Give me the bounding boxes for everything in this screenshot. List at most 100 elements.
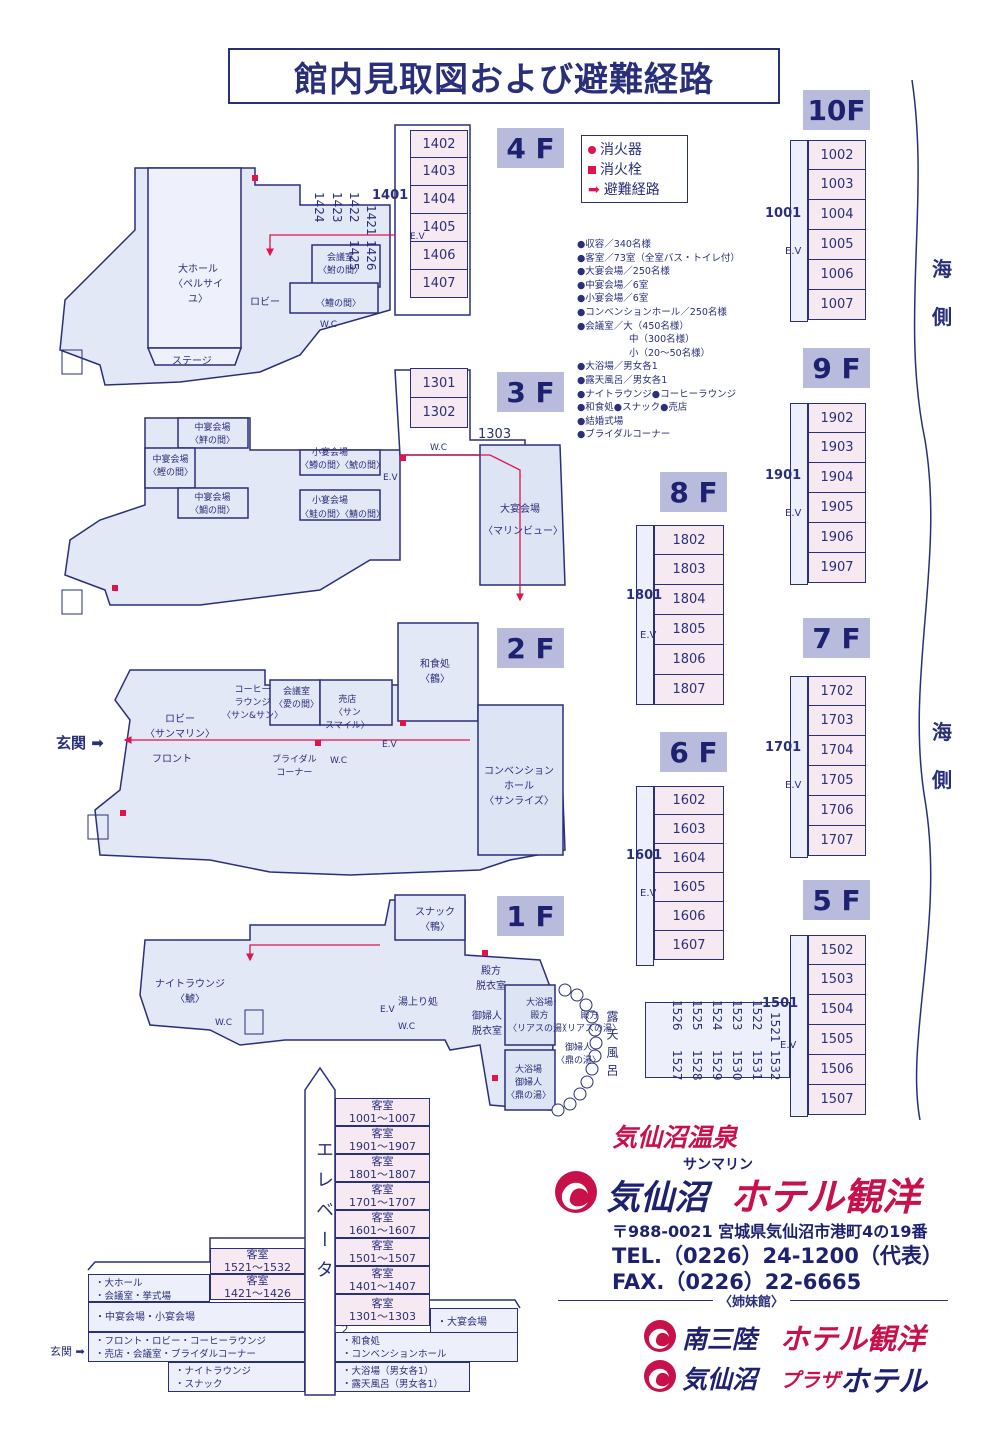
sea-side-label: 海 側 xyxy=(932,245,964,341)
facility-item: ●和食処●スナック●売店 xyxy=(577,402,688,414)
floor4-hamo-label: 〈鱧の間〉 xyxy=(316,299,362,309)
floor3-hall-label: 中宴会場 〈鰹の間〉 xyxy=(148,455,194,478)
floor-tag-8f: 8 F xyxy=(660,472,727,512)
room-small: 1425 xyxy=(347,240,361,271)
floor3-small-label: 〈鯖の間〉 xyxy=(340,510,386,520)
hydrant-marker xyxy=(492,1075,498,1081)
room: 1502 xyxy=(808,935,866,965)
room-side: 1601 xyxy=(626,848,663,863)
floor3-hall-label: 中宴会場 〈鮃の間〉 xyxy=(190,423,236,446)
floor-tag-4f: 4 F xyxy=(497,128,564,168)
floor3-small-label: 〈鱒の間〉 xyxy=(300,461,346,471)
extinguisher-icon xyxy=(588,146,596,154)
route-3f xyxy=(400,454,524,602)
floor7-rooms: 1702 1703 1704 1705 1706 1707 xyxy=(808,676,866,856)
room-side: 1801 xyxy=(626,588,663,603)
corridor-5f xyxy=(790,935,808,1117)
sister2-mark-icon xyxy=(644,1360,676,1392)
floor1-ev-label: E.V xyxy=(380,1005,395,1015)
room: 1404 xyxy=(410,186,468,214)
room: 1702 xyxy=(808,676,866,706)
floor1-wc-label: W.C xyxy=(215,1018,233,1028)
facility-item: ●ナイトラウンジ●コーヒーラウンジ xyxy=(577,388,737,400)
room: 1903 xyxy=(808,433,866,463)
floor4-wc-label: W.C xyxy=(320,320,338,330)
room: 1403 xyxy=(410,158,468,186)
floor2-shop xyxy=(319,679,393,726)
room: 1706 xyxy=(808,796,866,826)
facility-item: ●客室／73室（全室バス・トイレ付） xyxy=(577,252,740,264)
floor3-big-name: 〈マリンビュー〉 xyxy=(483,526,563,537)
room: 1704 xyxy=(808,736,866,766)
room: 1505 xyxy=(808,1025,866,1055)
hydrant-icon xyxy=(588,166,596,174)
legend-route: 避難経路 xyxy=(603,182,660,198)
floor2-ev-label: E.V xyxy=(382,740,397,750)
floor2-shop-label: 売店 〈サン スマイル〉 xyxy=(325,695,370,731)
floor1-open2-label: 御婦人 〈鼎の湯〉 xyxy=(556,1043,602,1066)
facility-item: ●露天風呂／男女各1 xyxy=(577,374,668,386)
elevation-cell: ・フロント・ロビー・コーヒーラウンジ ・売店・会議室・ブライダルコーナー xyxy=(88,1332,305,1362)
address: 〒988-0021 宮城県気仙沼市港町4の19番 xyxy=(612,1222,928,1241)
room-small: 1422 xyxy=(347,192,361,223)
sister1-name-a: 南三陸 xyxy=(682,1325,758,1354)
brand-mark-icon xyxy=(555,1171,597,1213)
hydrant-marker xyxy=(400,455,406,461)
room: 1806 xyxy=(654,645,724,675)
floor-tag-10f: 10F xyxy=(803,90,870,130)
room-small: 1522 xyxy=(750,1000,764,1031)
floor3-small-label: 〈鮭の間〉 xyxy=(300,510,346,520)
facility-item: ●大宴会場／250名様 xyxy=(577,266,670,278)
floor-tag-2f: 2 F xyxy=(497,628,564,668)
floor3-small-label: 小宴会場 xyxy=(312,448,349,458)
ev-label: E.V xyxy=(640,888,657,899)
room: 1707 xyxy=(808,826,866,856)
room: 1006 xyxy=(808,260,866,290)
floor3-big-hall xyxy=(479,444,566,586)
hydrant-marker xyxy=(315,740,321,746)
floor1-womendress-label: 御婦人 脱衣室 xyxy=(472,1011,502,1037)
room: 1905 xyxy=(808,493,866,523)
room-side: 1001 xyxy=(765,206,802,221)
hydrant-marker xyxy=(400,720,406,726)
room-small: 1423 xyxy=(330,192,344,223)
floor4-main-hall xyxy=(147,167,242,349)
ev-label: E.V xyxy=(785,508,802,519)
room: 1904 xyxy=(808,463,866,493)
elevation-cell: ・大ホール ・会議室・挙式場 xyxy=(88,1274,210,1302)
room-small: 1527 xyxy=(670,1050,684,1081)
ev-label: E.V xyxy=(780,1040,797,1051)
room: 1402 xyxy=(410,130,468,158)
hydrant-marker xyxy=(252,175,258,181)
ev-label: E.V xyxy=(785,780,802,791)
floor3-room-4 xyxy=(299,449,381,476)
room: 1506 xyxy=(808,1055,866,1085)
floor3-big-label: 大宴会場 xyxy=(500,504,540,515)
floor3-small-label: 〈鯱の間〉 xyxy=(340,461,386,471)
route-1f xyxy=(246,944,380,962)
room: 1406 xyxy=(410,242,468,270)
room-small: 1426 xyxy=(364,240,378,271)
floor4-stage-label: ステージ xyxy=(172,356,212,367)
floor2-lobby-label: ロビー 〈サンマリン〉 xyxy=(145,714,215,740)
floor1-bath1-label: 大浴場 殿方 〈リアスの湯〉 xyxy=(508,998,572,1034)
floor1-rotenburo-label: 露天風呂 xyxy=(605,1010,619,1082)
facility-item: ●小宴会場／6室 xyxy=(577,293,649,305)
floor-tag-9f: 9 F xyxy=(803,348,870,388)
room-small: 1523 xyxy=(730,1000,744,1031)
page-title: 館内見取図および避難経路 xyxy=(228,48,780,104)
brand-name-a: 気仙沼 xyxy=(606,1178,708,1218)
legend-extinguisher: 消火器 xyxy=(600,142,642,158)
floor3-small-label: 小宴会場 xyxy=(312,496,349,506)
room: 1301 xyxy=(410,368,468,398)
room: 1002 xyxy=(808,140,866,170)
room: 1605 xyxy=(654,873,724,902)
facility-item: ●ブライダルコーナー xyxy=(577,429,671,441)
floor-tag-5f: 5 F xyxy=(803,880,870,920)
room: 1602 xyxy=(654,786,724,815)
